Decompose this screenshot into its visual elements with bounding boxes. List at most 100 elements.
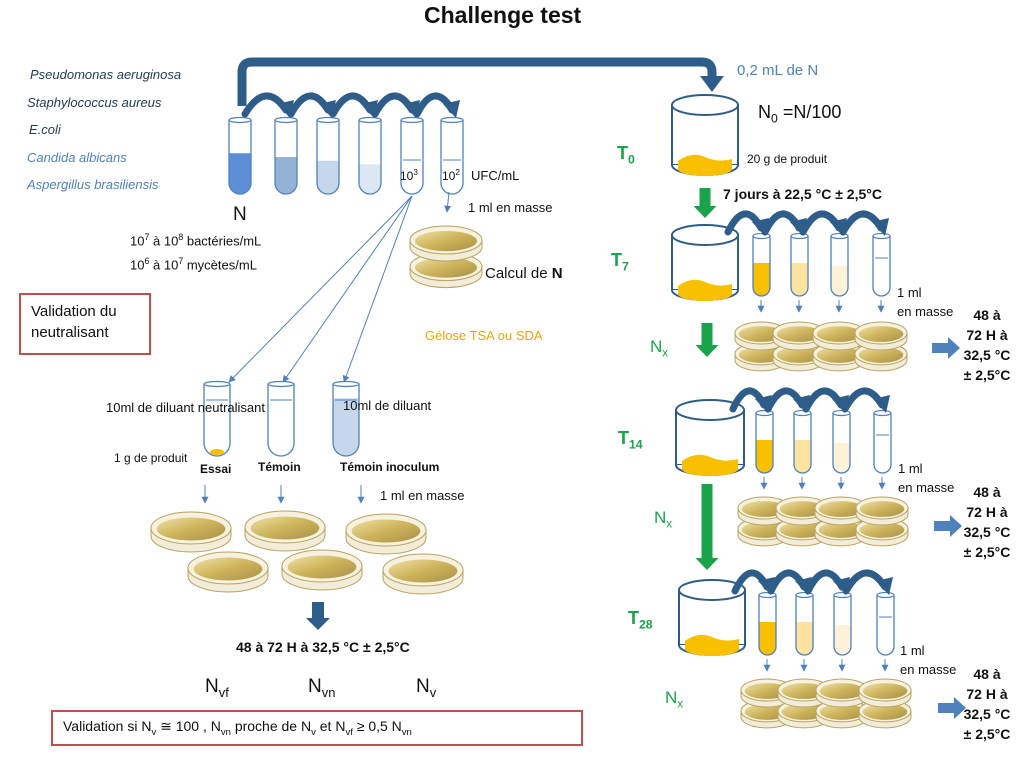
inoculum-arrow-temoin xyxy=(282,195,413,383)
calcul-n-label: Calcul de N xyxy=(485,265,563,282)
dilution-label-1: 103 xyxy=(400,168,418,183)
masse-arrow-n xyxy=(444,191,452,213)
validation-plate-2 xyxy=(187,551,269,593)
nvn-label: Nvn xyxy=(308,676,336,700)
transfer-label: 0,2 mL de N xyxy=(737,62,819,79)
time-t0: T0 xyxy=(617,143,635,167)
organism-aspergillus: Aspergillus brasiliensis xyxy=(27,177,159,192)
nv-label: Nv xyxy=(416,676,437,700)
essai-label: Essai xyxy=(200,462,232,476)
inoculum-n-label: N xyxy=(233,204,247,225)
n0-label: N0 =N/100 xyxy=(758,102,842,126)
t14-tube-2 xyxy=(793,409,812,474)
criterion-box: Validation si Nv ≅ 100 , Nvn proche de N… xyxy=(51,710,583,746)
dilution-tube-2 xyxy=(274,116,298,195)
incubation-arrow-t14 xyxy=(934,515,962,537)
validation-plate-1 xyxy=(150,511,232,553)
t14-plates-4-top xyxy=(855,496,909,526)
nvf-label: Nvf xyxy=(205,676,229,700)
organism-staphylococcus: Staphylococcus aureus xyxy=(27,95,162,110)
incubation-arrow-t7 xyxy=(932,337,960,359)
dilution-label-2: 102 xyxy=(442,168,460,183)
t28-plates-4-top xyxy=(858,678,912,708)
temoin-tube xyxy=(267,380,295,457)
t28-tube-2 xyxy=(795,591,814,656)
nx-arrow-t14 xyxy=(695,484,719,570)
t7-curve-4-head xyxy=(872,218,889,236)
t28-tube-3 xyxy=(833,591,852,656)
t28-curve-4-head xyxy=(876,577,893,595)
dilution-tube-3 xyxy=(316,116,340,195)
storage-arrow xyxy=(693,188,717,218)
validation-masse-label: 1 ml en masse xyxy=(380,488,465,503)
transfer-arrow-head xyxy=(700,76,724,92)
temoin-inoculum-tube xyxy=(332,380,360,457)
beaker-t14 xyxy=(675,399,745,476)
validation-incubation-label: 48 à 72 H à 32,5 °C ± 2,5°C xyxy=(236,639,410,655)
plate-stack-n-top xyxy=(409,225,483,262)
nx-label-t7: Nx xyxy=(650,337,669,360)
product-label: 20 g de produit xyxy=(747,152,828,166)
dilution-curve-5-head xyxy=(443,100,460,118)
inoculum-arrow-essai xyxy=(228,195,413,383)
diluant-neutralisant-label: 10ml de diluant neutralisant xyxy=(106,400,265,415)
inoculum-masse-label: 1 ml en masse xyxy=(468,200,553,215)
t28-tube-4 xyxy=(876,591,895,656)
organism-candida: Candida albicans xyxy=(27,150,127,165)
t7-plates-2-top xyxy=(772,321,826,351)
organism-pseudomonas: Pseudomonas aeruginosa xyxy=(30,67,182,82)
time-t7: T7 xyxy=(611,250,629,274)
essai-tube xyxy=(203,380,231,457)
organism-ecoli: E.coli xyxy=(29,122,61,137)
beaker-t28 xyxy=(678,579,746,656)
validation-box: Validation du neutralisant xyxy=(19,293,151,355)
t14-curve-4-head xyxy=(873,395,890,413)
nx-label-t28: Nx xyxy=(665,688,684,711)
dilution-tube-5 xyxy=(400,116,424,195)
validation-box-label: Validation du neutralisant xyxy=(31,303,117,341)
bacteria-concentration: 107 à 108 bactéries/mL xyxy=(130,232,262,249)
validation-plate-5 xyxy=(345,513,427,555)
t14-plates-3-top xyxy=(814,496,868,526)
t14-tube-1 xyxy=(755,409,774,474)
dilution-tube-6 xyxy=(440,116,464,195)
t7-plates-3-top xyxy=(812,321,866,351)
validation-plate-4 xyxy=(281,549,363,591)
inoculum-arrow-inoculum xyxy=(342,195,413,383)
criterion-text: Validation si Nv ≅ 100 , Nvn proche de N… xyxy=(63,718,412,738)
t7-tube-3 xyxy=(830,232,849,297)
t14-tube-3 xyxy=(832,409,851,474)
dilution-tube-4 xyxy=(358,116,382,195)
temoin-label: Témoin xyxy=(258,460,301,474)
produit-label: 1 g de produit xyxy=(114,451,188,465)
nx-label-t14: Nx xyxy=(654,508,673,531)
storage-label: 7 jours à 22,5 °C ± 2,5°C xyxy=(723,186,882,202)
fungi-concentration: 106 à 107 mycètes/mL xyxy=(130,256,257,273)
diluant-label: 10ml de diluant xyxy=(343,398,432,413)
beaker-t0 xyxy=(671,94,739,176)
t7-tube-1 xyxy=(752,232,771,297)
t28-tube-1 xyxy=(758,591,777,656)
beaker-t7 xyxy=(671,224,739,301)
t14-tube-4 xyxy=(873,409,892,474)
transfer-arrow xyxy=(237,57,717,106)
incubation-arrow-t28 xyxy=(938,697,966,719)
gelose-label: Gélose TSA ou SDA xyxy=(425,328,543,343)
page-title: Challenge test xyxy=(424,2,582,28)
time-t14: T14 xyxy=(618,428,643,452)
temoin-inoculum-label: Témoin inoculum xyxy=(340,460,440,474)
validation-plate-6 xyxy=(382,553,464,595)
validation-plate-3 xyxy=(244,510,326,552)
validation-incubation-arrow xyxy=(306,602,330,630)
t7-tube-4 xyxy=(872,232,891,297)
time-t28: T28 xyxy=(628,608,653,632)
nx-arrow-t7 xyxy=(695,323,719,357)
dilution-tube-1 xyxy=(228,116,252,195)
